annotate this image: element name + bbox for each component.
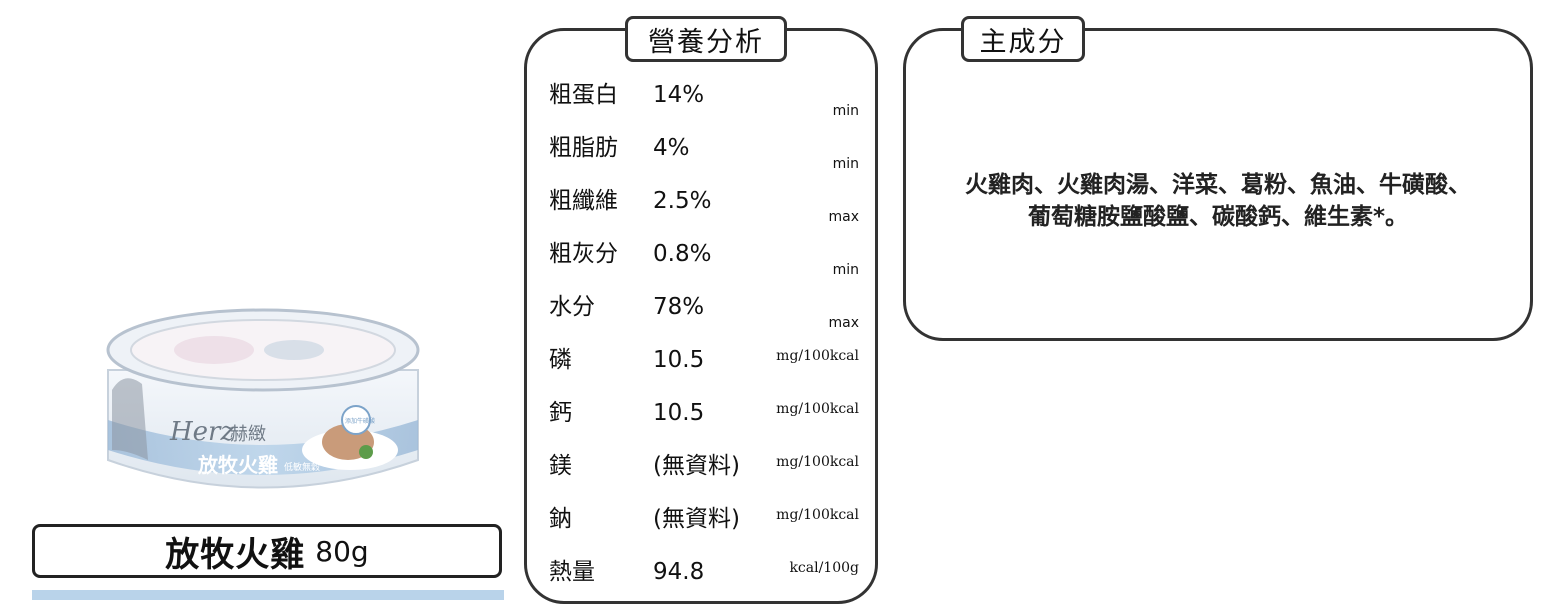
can-brand-text: Herz bbox=[169, 417, 234, 447]
ingredients-title: 主成分 bbox=[961, 16, 1085, 62]
nutrient-label: 水分 bbox=[549, 294, 595, 320]
nutrient-value: 94.8 bbox=[653, 559, 705, 585]
nutrient-unit: mg/100kcal bbox=[776, 348, 859, 364]
nutrient-value: 10.5 bbox=[653, 400, 705, 426]
nutrient-unit: min bbox=[832, 262, 859, 278]
ingredients-line-1: 火雞肉、火雞肉湯、洋菜、葛粉、魚油、牛磺酸、 bbox=[965, 172, 1471, 198]
nutrition-row-energy: 熱量 94.8 kcal/100g bbox=[549, 556, 859, 596]
nutrient-label: 鈣 bbox=[549, 400, 572, 426]
nutrient-unit: mg/100kcal bbox=[776, 401, 859, 417]
nutrition-row-fiber: 粗纖維 2.5% max bbox=[549, 185, 859, 225]
nutrient-unit: min bbox=[832, 103, 859, 119]
nutrient-value: 14% bbox=[653, 82, 705, 108]
nutrient-value: 2.5% bbox=[653, 188, 712, 214]
accent-bar bbox=[32, 590, 504, 600]
nutrition-row-moisture: 水分 78% max bbox=[549, 291, 859, 331]
nutrient-value: 0.8% bbox=[653, 241, 712, 267]
nutrition-row-magnesium: 鎂 (無資料) mg/100kcal bbox=[549, 450, 859, 490]
nutrient-label: 粗脂肪 bbox=[549, 135, 618, 161]
nutrient-unit: min bbox=[832, 156, 859, 172]
nutrient-label: 磷 bbox=[549, 347, 572, 373]
nutrient-value: (無資料) bbox=[653, 453, 740, 479]
nutrition-row-ash: 粗灰分 0.8% min bbox=[549, 238, 859, 278]
nutrient-label: 鈉 bbox=[549, 506, 572, 532]
nutrition-row-sodium: 鈉 (無資料) mg/100kcal bbox=[549, 503, 859, 543]
nutrition-row-calcium: 鈣 10.5 mg/100kcal bbox=[549, 397, 859, 437]
nutrient-value: 78% bbox=[653, 294, 705, 320]
nutrient-unit: kcal/100g bbox=[789, 560, 859, 576]
nutrient-value: 4% bbox=[653, 135, 690, 161]
nutrient-label: 粗蛋白 bbox=[549, 82, 618, 108]
nutrition-title: 營養分析 bbox=[625, 16, 787, 62]
nutrient-label: 粗灰分 bbox=[549, 241, 618, 267]
nutrient-unit: max bbox=[828, 315, 859, 331]
product-name-box: 放牧火雞 80g bbox=[32, 524, 502, 578]
product-can-image: Herz 赫緻 放牧火雞 低敏無穀 添加牛磺酸 bbox=[106, 308, 420, 489]
nutrient-label: 熱量 bbox=[549, 559, 595, 585]
nutrient-value: (無資料) bbox=[653, 506, 740, 532]
ingredients-text: 火雞肉、火雞肉湯、洋菜、葛粉、魚油、牛磺酸、 葡萄糖胺鹽酸鹽、碳酸鈣、維生素*。 bbox=[906, 169, 1530, 233]
nutrition-row-fat: 粗脂肪 4% min bbox=[549, 132, 859, 172]
product-weight: 80g bbox=[315, 534, 369, 568]
can-badge-text: 添加牛磺酸 bbox=[345, 417, 375, 425]
nutrition-row-protein: 粗蛋白 14% min bbox=[549, 79, 859, 119]
can-brand-cn-text: 赫緻 bbox=[230, 424, 266, 445]
nutrient-unit: max bbox=[828, 209, 859, 225]
nutrient-unit: mg/100kcal bbox=[776, 507, 859, 523]
nutrient-value: 10.5 bbox=[653, 347, 705, 373]
nutrition-row-phosphorus: 磷 10.5 mg/100kcal bbox=[549, 344, 859, 384]
nutrient-label: 粗纖維 bbox=[549, 188, 618, 214]
ingredients-panel: 主成分 火雞肉、火雞肉湯、洋菜、葛粉、魚油、牛磺酸、 葡萄糖胺鹽酸鹽、碳酸鈣、維… bbox=[903, 16, 1533, 341]
nutrition-panel: 營養分析 粗蛋白 14% min 粗脂肪 4% min 粗纖維 2.5% max… bbox=[524, 16, 878, 604]
product-name: 放牧火雞 bbox=[165, 534, 306, 575]
can-flavor-text: 放牧火雞 bbox=[197, 453, 278, 477]
can-tag-text: 低敏無穀 bbox=[284, 461, 320, 473]
nutrient-label: 鎂 bbox=[549, 453, 572, 479]
nutrient-unit: mg/100kcal bbox=[776, 454, 859, 470]
ingredients-line-2: 葡萄糖胺鹽酸鹽、碳酸鈣、維生素*。 bbox=[1027, 204, 1409, 230]
